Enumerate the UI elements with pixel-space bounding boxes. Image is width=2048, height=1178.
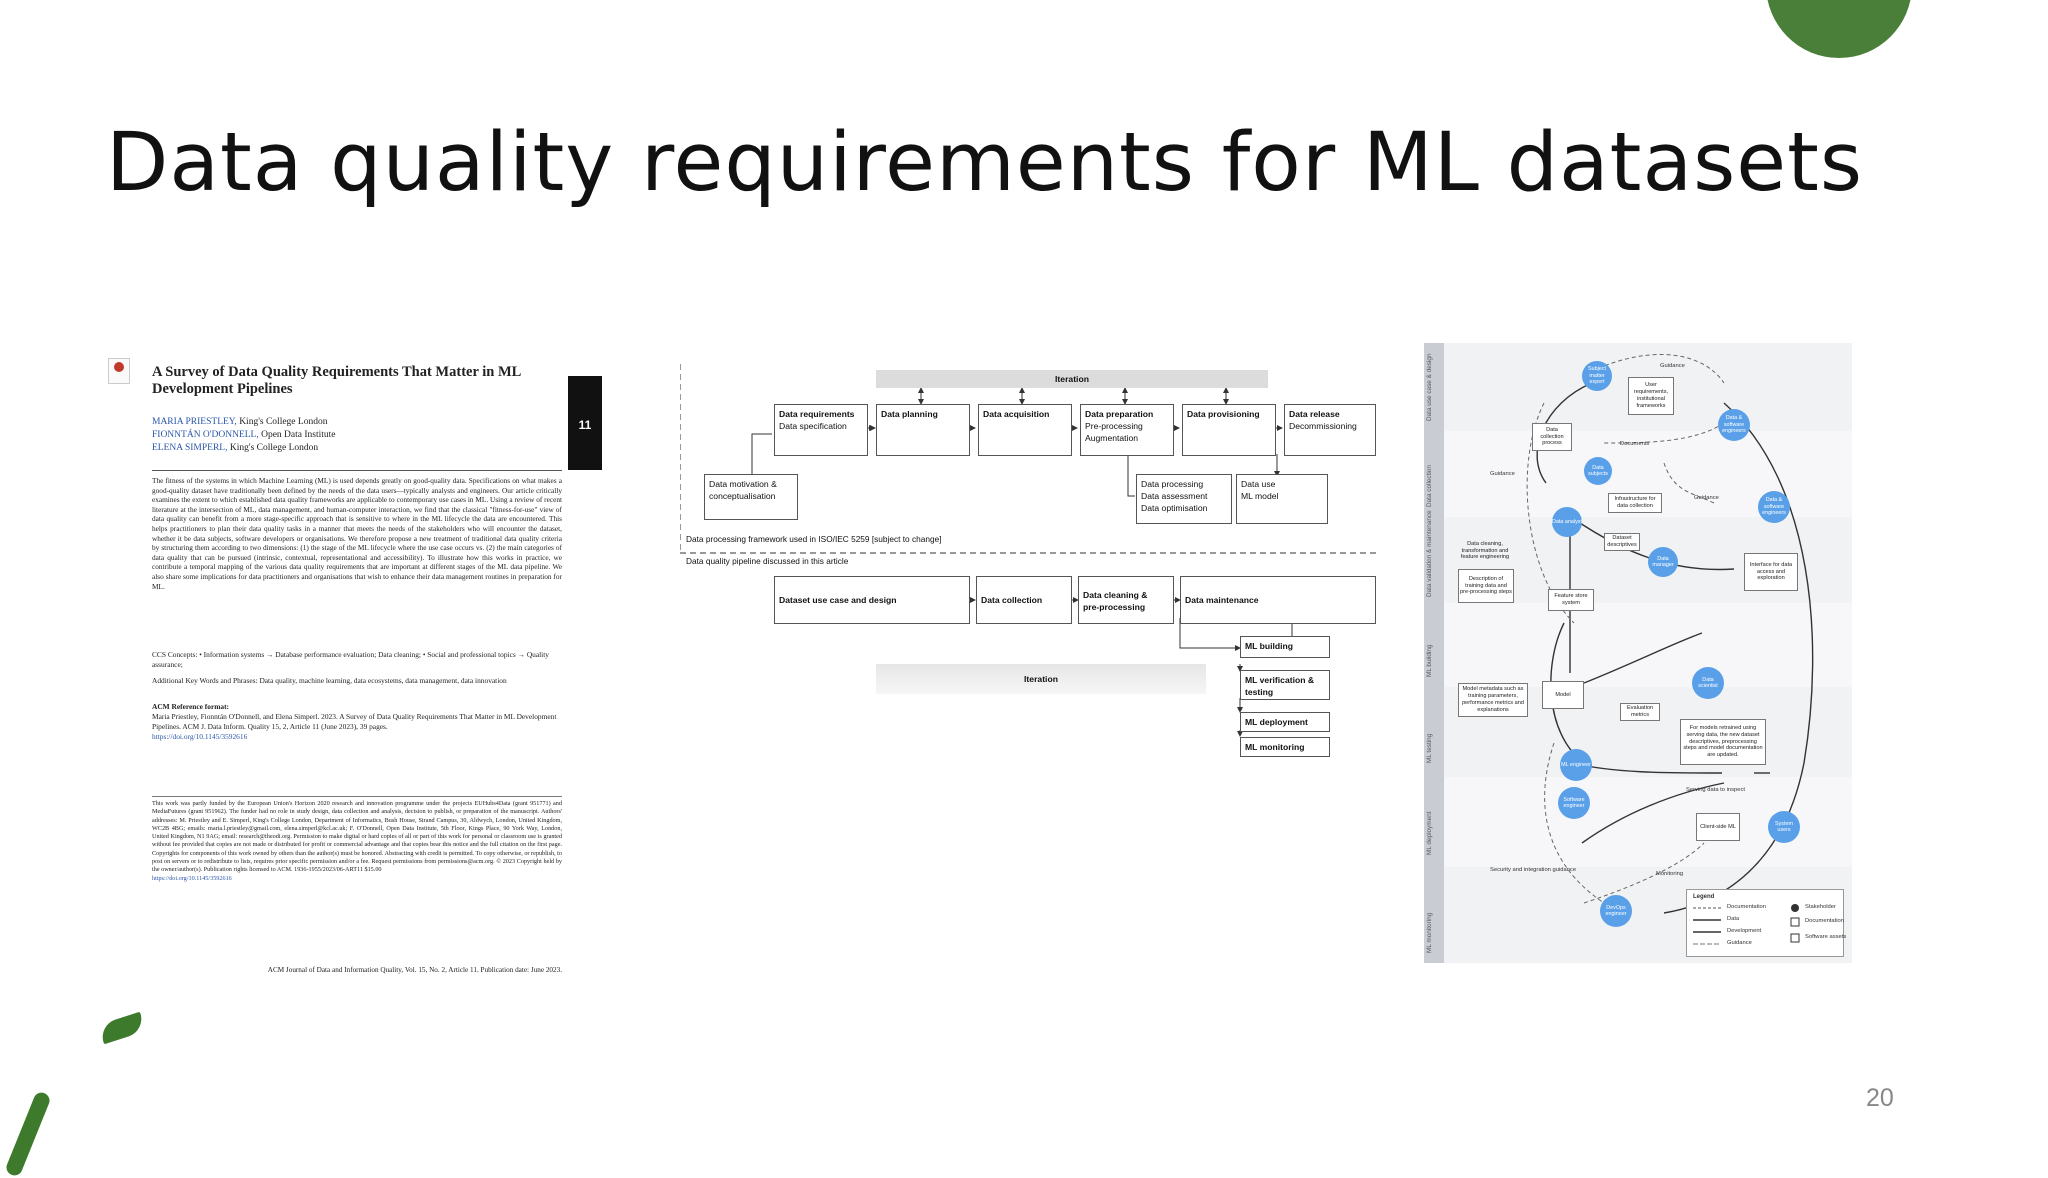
author-line: FIONNTÁN O'DONNELL, Open Data Institute [152, 430, 336, 440]
node-software-engineer: Software engineer [1558, 787, 1590, 819]
doc-infrastructure: Infrastructure for data collection [1608, 493, 1662, 513]
lane-ml-testing: ML testing [1424, 687, 1852, 777]
stage-data-motivation: Data motivation & conceptualisation [704, 474, 798, 520]
paper-reference: ACM Reference format: Maria Priestley, F… [152, 702, 562, 742]
node-data-software-engineers: Data & software engineers [1718, 409, 1750, 441]
node-data-scientist: Data scientist [1692, 667, 1724, 699]
doc-model: Model [1542, 681, 1584, 709]
edge-label: Security and integration guidance [1490, 867, 1577, 873]
edge-label: Monitoring [1656, 871, 1684, 877]
stage-ml-deployment: ML deployment [1240, 712, 1330, 732]
iteration-band-bottom: Iteration [876, 664, 1206, 694]
text-retrained-models: For models retrained using serving data,… [1680, 719, 1766, 765]
doc-dataset-descriptives: Dataset descriptives [1604, 533, 1640, 551]
divider [152, 796, 562, 797]
node-system-users: System users [1768, 811, 1800, 843]
doc-data-collection-process: Data collection process [1532, 423, 1572, 451]
paper-footnote: This work was partly funded by the Europ… [152, 800, 562, 883]
footnote-text: This work was partly funded by the Europ… [152, 800, 562, 874]
legend-item: Software assets [1805, 934, 1847, 940]
legend-item: Data [1727, 916, 1740, 922]
node-subject-expert: Subject matter expert [1582, 361, 1612, 391]
text-training-description: Description of training data and pre-pro… [1458, 569, 1514, 603]
node-data-subjects: Data subjects [1584, 457, 1612, 485]
stage-data-acquisition: Data acquisition [978, 404, 1072, 456]
node-devops-engineer: DevOps engineer [1600, 895, 1632, 927]
legend-swatches [1693, 904, 1800, 945]
article-number-tab: 11 [568, 376, 602, 470]
edge-label: Documents [1620, 441, 1650, 447]
paper-keywords: Additional Key Words and Phrases: Data q… [152, 676, 507, 685]
decorative-stroke [4, 1090, 52, 1178]
page-number: 20 [1866, 1084, 1894, 1112]
paper-abstract: The fitness of the systems in which Mach… [152, 476, 562, 591]
edge-label: Serving data to inspect [1686, 787, 1745, 793]
doc-data-access-interface: Interface for data access and exploratio… [1744, 553, 1798, 591]
lifecycle-connectors [1526, 354, 1814, 914]
legend-item: Development [1727, 928, 1762, 934]
lifecycle-diagram: Data use case & design Data collection D… [1424, 343, 1852, 963]
stage-data-maintenance: Data maintenance [1180, 576, 1376, 624]
author-line: ELENA SIMPERL, King's College London [152, 443, 319, 453]
iso-note: Data processing framework used in ISO/IE… [686, 534, 942, 544]
stage-ml-verification: ML verification & testing [1240, 670, 1330, 700]
stage-data-use: Data use ML model [1236, 474, 1328, 524]
legend-item: Guidance [1727, 940, 1752, 946]
stage-data-provisioning: Data provisioning [1182, 404, 1276, 456]
node-data-software-engineers-2: Data & software engineers [1758, 491, 1790, 523]
node-data-manager: Data manager [1648, 547, 1678, 577]
stage-ml-monitoring: ML monitoring [1240, 737, 1330, 757]
paper-authors: MARIA PRIESTLEY, King's College London F… [152, 416, 336, 455]
stage-dataset-use-case: Dataset use case and design [774, 576, 970, 624]
legend-title: Legend [1693, 894, 1715, 900]
stage-data-collection: Data collection [976, 576, 1072, 624]
paper-ccs: CCS Concepts: • Information systems → Da… [152, 650, 549, 669]
stage-data-processing: Data processing Data assessment Data opt… [1136, 474, 1232, 524]
node-ml-engineer: ML engineer [1560, 749, 1592, 781]
legend-item: Documentation [1805, 918, 1844, 924]
slide-title: Data quality requirements for ML dataset… [106, 116, 1864, 210]
iteration-band-top: Iteration [876, 370, 1268, 388]
author-line: MARIA PRIESTLEY, King's College London [152, 417, 328, 427]
decorative-circle [1766, 0, 1912, 58]
paper-title: A Survey of Data Quality Requirements Th… [152, 364, 521, 397]
decorative-leaf [97, 1011, 147, 1045]
footnote-link[interactable]: https://doi.org/10.1145/3592616 [152, 874, 232, 882]
article-note: Data quality pipeline discussed in this … [686, 556, 849, 566]
edge-label: Guidance [1490, 471, 1515, 477]
edge-label: Guidance [1694, 495, 1719, 501]
stage-data-cleaning: Data cleaning & pre-processing [1078, 576, 1174, 624]
lane-validation: Data validation & maintenance [1424, 510, 1852, 603]
paper-first-page: A Survey of Data Quality Requirements Th… [108, 352, 604, 988]
stage-data-planning: Data planning [876, 404, 970, 456]
text-model-metadata: Model metadata such as training paramete… [1458, 683, 1528, 717]
doc-client-side-ml: Client-side ML [1696, 813, 1740, 841]
acm-badge-icon [108, 358, 130, 384]
node-data-analyst: Data analyst [1552, 507, 1582, 537]
paper-journal-line: ACM Journal of Data and Information Qual… [267, 966, 562, 974]
legend-item: Documentation [1727, 904, 1766, 910]
legend: Legend Documentation Data Development Gu… [1686, 889, 1847, 957]
lane-ml-monitoring: ML monitoring [1424, 867, 1852, 963]
reference-heading: ACM Reference format: [152, 702, 230, 711]
doc-user-requirements: User requirements, institutional framewo… [1628, 377, 1674, 415]
doc-feature-store: Feature store system [1548, 589, 1594, 611]
text-data-cleaning: Data cleaning, transformation and featur… [1460, 540, 1510, 561]
stage-ml-building: ML building [1240, 636, 1330, 658]
lane-ml-building: ML building [1424, 603, 1852, 687]
divider [152, 470, 562, 471]
doc-evaluation-metrics: Evaluation metrics [1620, 703, 1660, 721]
legend-item: Stakeholder [1805, 904, 1836, 910]
reference-text: Maria Priestley, Fionntán O'Donnell, and… [152, 712, 557, 731]
reference-link[interactable]: https://doi.org/10.1145/3592616 [152, 732, 248, 741]
edge-label: Guidance [1660, 363, 1685, 369]
